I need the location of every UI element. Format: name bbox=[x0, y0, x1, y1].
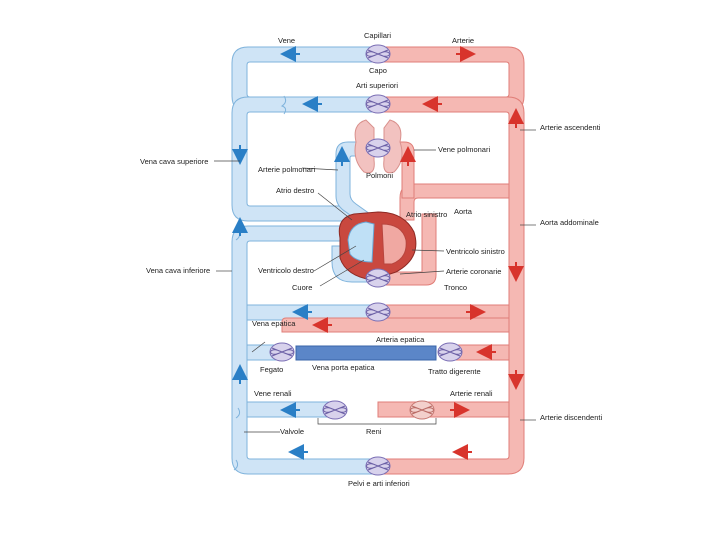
label-vena-cava-inferiore: Vena cava inferiore bbox=[146, 266, 210, 275]
capillary-upper-limbs bbox=[365, 94, 391, 114]
aortic-arch bbox=[399, 183, 510, 221]
capillary-pelvis bbox=[365, 456, 391, 476]
labels: Capillari Vene Arterie Capo Arti superio… bbox=[140, 31, 602, 488]
leader bbox=[399, 270, 445, 275]
capillary-kidney-right bbox=[409, 400, 435, 420]
artery-renal bbox=[377, 401, 510, 418]
valve-mark bbox=[235, 407, 241, 419]
label-valvole: Valvole bbox=[280, 427, 304, 436]
capillary-liver bbox=[269, 342, 295, 362]
label-arterie: Arterie bbox=[452, 36, 474, 45]
capillary-beds bbox=[269, 44, 463, 476]
label-cuore: Cuore bbox=[292, 283, 312, 292]
label-vene: Vene bbox=[278, 36, 295, 45]
label-arterie-coronarie: Arterie coronarie bbox=[446, 267, 501, 276]
label-arteria-epatica: Arteria epatica bbox=[376, 335, 425, 344]
lung-right bbox=[383, 119, 403, 174]
label-vene-renali: Vene renali bbox=[254, 389, 292, 398]
valve-mark bbox=[280, 95, 287, 115]
capillary-kidney-left bbox=[322, 400, 348, 420]
lungs bbox=[354, 119, 403, 174]
heart-right-side bbox=[347, 221, 375, 263]
capillary-head bbox=[365, 44, 391, 64]
label-aorta-addominale: Aorta addominale bbox=[540, 218, 599, 227]
reni-bracket bbox=[317, 418, 437, 425]
leader bbox=[301, 167, 339, 171]
label-atrio-sinistro: Atrio sinistro bbox=[406, 210, 447, 219]
label-reni: Reni bbox=[366, 427, 382, 436]
label-capo: Capo bbox=[369, 66, 387, 75]
leader-lines bbox=[214, 129, 536, 433]
label-arterie-ascendenti: Arterie ascendenti bbox=[540, 123, 601, 132]
artery-arrows bbox=[312, 46, 524, 460]
label-vena-cava-superiore: Vena cava superiore bbox=[140, 157, 208, 166]
leader bbox=[317, 192, 353, 221]
label-vena-epatica: Vena epatica bbox=[252, 319, 296, 328]
label-arterie-polmonari: Arterie polmonari bbox=[258, 165, 315, 174]
label-vena-porta-epatica: Vena porta epatica bbox=[312, 363, 375, 372]
artery-hepatic bbox=[281, 317, 510, 333]
label-pelvi-arti-inferiori: Pelvi e arti inferiori bbox=[348, 479, 410, 488]
lung-left bbox=[354, 119, 375, 174]
leader bbox=[411, 249, 445, 252]
valve-mark bbox=[233, 459, 239, 471]
leader bbox=[251, 341, 266, 353]
heart-left-side bbox=[381, 223, 407, 265]
capillary-heart bbox=[365, 268, 391, 288]
label-fegato: Fegato bbox=[260, 365, 283, 374]
vein-arrows bbox=[232, 46, 350, 460]
hepatic-portal-vein bbox=[295, 345, 437, 361]
label-vene-polmonari: Vene polmonari bbox=[438, 145, 490, 154]
label-polmoni: Polmoni bbox=[366, 171, 393, 180]
label-capillari: Capillari bbox=[364, 31, 391, 40]
label-tratto-digerente: Tratto digerente bbox=[428, 367, 481, 376]
label-arterie-renali: Arterie renali bbox=[450, 389, 493, 398]
label-arterie-discendenti: Arterie discendenti bbox=[540, 413, 602, 422]
leader bbox=[319, 259, 365, 287]
label-ventricolo-destro: Ventricolo destro bbox=[258, 266, 314, 275]
label-arti-superiori: Arti superiori bbox=[356, 81, 398, 90]
capillary-digestive bbox=[437, 342, 463, 362]
label-ventricolo-sinistro: Ventricolo sinistro bbox=[446, 247, 505, 256]
capillary-trunk bbox=[365, 302, 391, 322]
label-atrio-destro: Atrio destro bbox=[276, 186, 314, 195]
capillary-lungs bbox=[365, 138, 391, 158]
leader bbox=[313, 245, 357, 272]
label-aorta: Aorta bbox=[454, 207, 473, 216]
label-tronco: Tronco bbox=[444, 283, 467, 292]
